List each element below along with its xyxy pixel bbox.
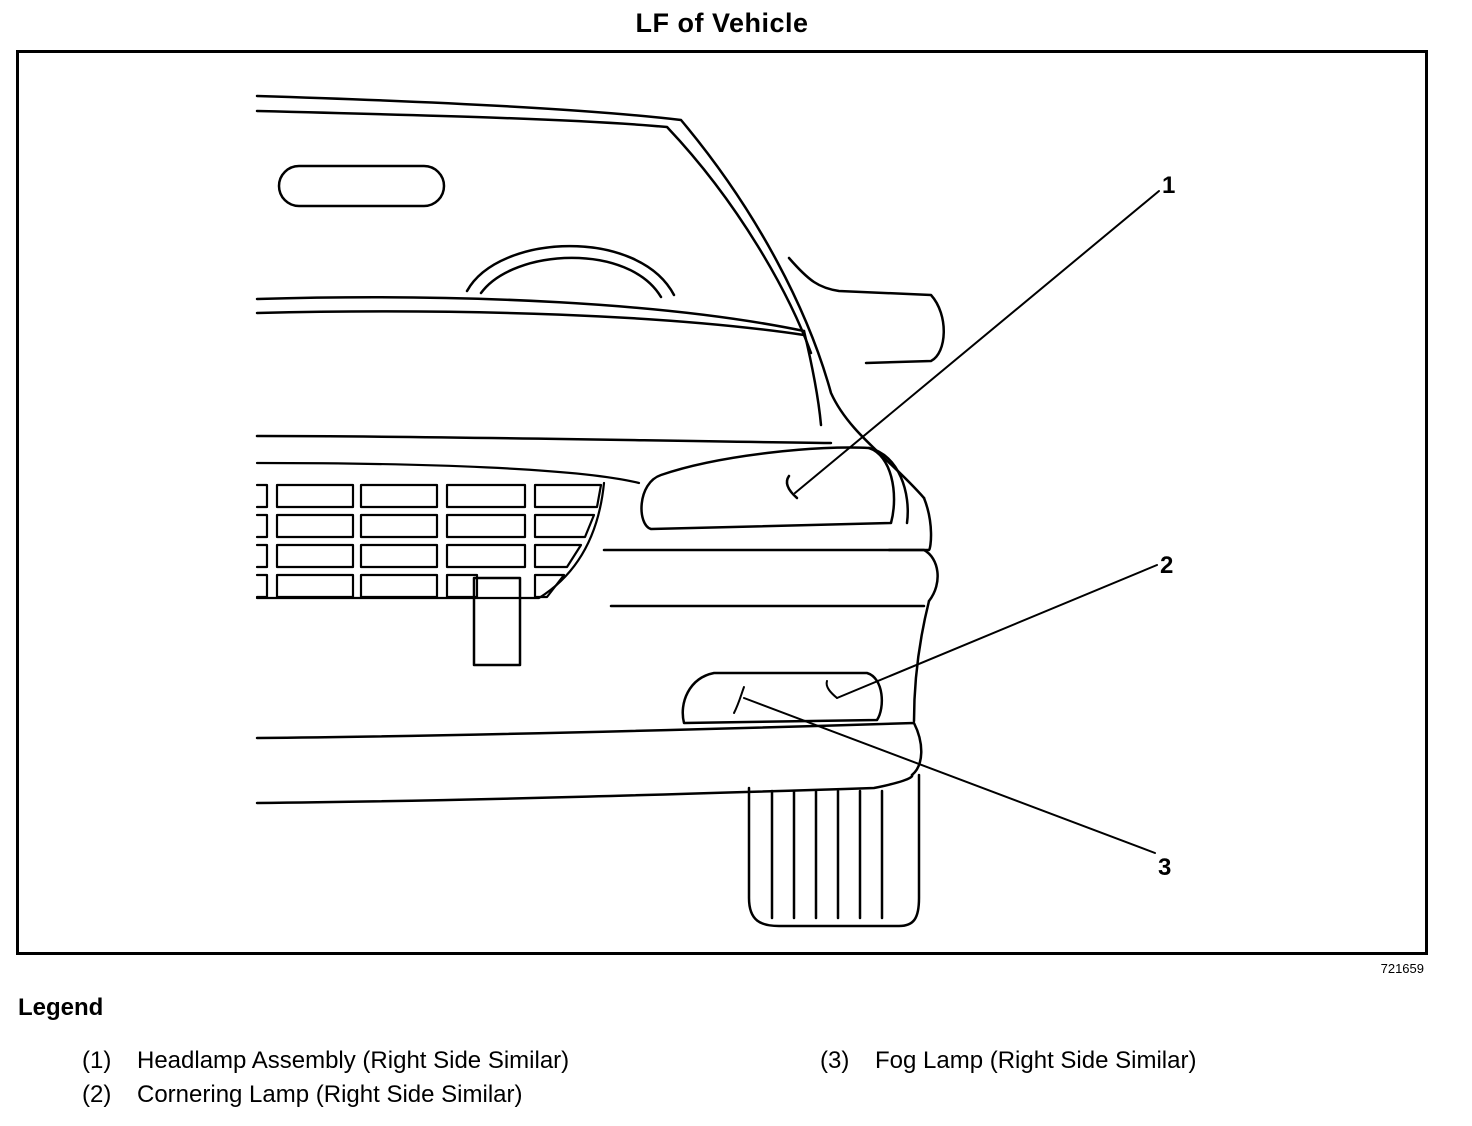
- front-grille: [255, 461, 641, 600]
- legend-item-number: (3): [820, 1047, 850, 1074]
- steering-wheel: [465, 245, 676, 299]
- legend-item-number: (2): [82, 1081, 112, 1108]
- diagram-frame: 1 2 3: [16, 50, 1428, 955]
- front-bumper: [255, 548, 939, 805]
- legend-item-number: (1): [82, 1047, 112, 1074]
- front-tire: [747, 773, 921, 928]
- legend-item-1: (1) Headlamp Assembly (Right Side Similar…: [82, 1047, 569, 1075]
- callout-1: 1: [1162, 172, 1175, 199]
- legend-item-2: (2) Cornering Lamp (Right Side Similar): [82, 1081, 522, 1109]
- side-mirror: [787, 256, 945, 427]
- license-bracket: [472, 576, 522, 667]
- legend-item-text: Headlamp Assembly (Right Side Similar): [137, 1047, 570, 1074]
- vehicle-illustration: 1 2 3: [255, 94, 1175, 928]
- window-slot: [277, 164, 446, 208]
- leader-lines: [743, 190, 1160, 854]
- callout-2: 2: [1160, 552, 1173, 579]
- legend-item-text: Fog Lamp (Right Side Similar): [875, 1047, 1197, 1074]
- legend-heading: Legend: [18, 994, 104, 1021]
- legend-item-text: Cornering Lamp (Right Side Similar): [137, 1081, 523, 1108]
- hood-edge: [255, 434, 833, 445]
- front-fender: [887, 496, 933, 552]
- diagram-title: LF of Vehicle: [635, 8, 809, 38]
- legend-item-3: (3) Fog Lamp (Right Side Similar): [820, 1047, 1196, 1075]
- cowl-line: [255, 296, 806, 333]
- roof-outline: [255, 94, 926, 500]
- headlamp-assembly: [640, 446, 909, 531]
- fog-lamp-housing: [681, 671, 884, 725]
- figure-id: 721659: [1380, 961, 1424, 976]
- callout-3: 3: [1158, 854, 1171, 881]
